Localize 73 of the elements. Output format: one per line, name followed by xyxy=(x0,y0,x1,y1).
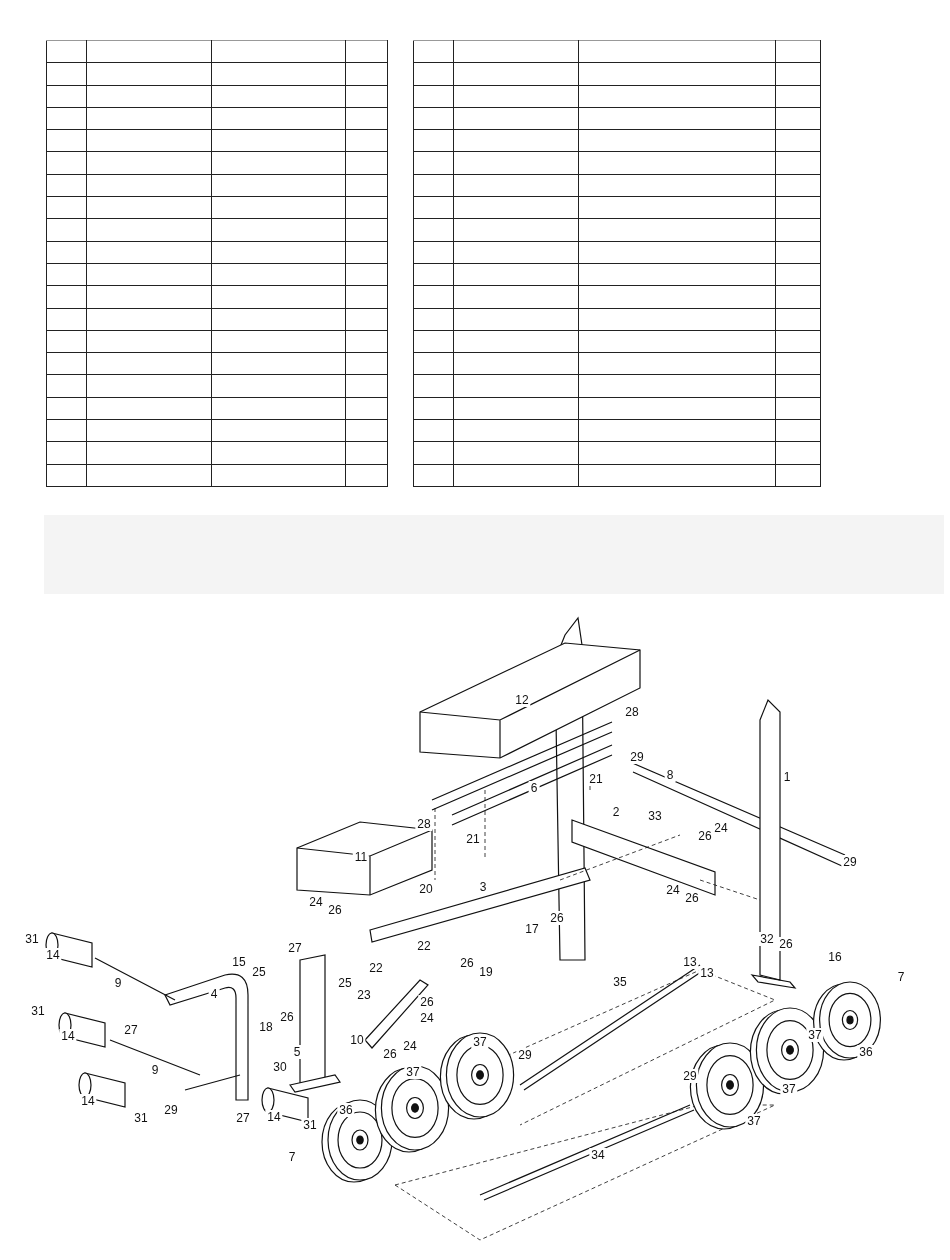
callout-number: 26 xyxy=(696,829,714,843)
callout-number: 34 xyxy=(589,1148,607,1162)
callout-number: 14 xyxy=(79,1094,97,1108)
callout-number: 16 xyxy=(826,950,844,964)
callout-number: 31 xyxy=(23,932,41,946)
callout-number: 9 xyxy=(149,1063,161,1077)
callout-number: 11 xyxy=(352,850,370,864)
callout-number: 27 xyxy=(234,1111,252,1125)
callout-number: 27 xyxy=(122,1023,140,1037)
callout-number: 2 xyxy=(610,805,622,819)
callout-number: 36 xyxy=(337,1103,355,1117)
callout-number: 29 xyxy=(681,1069,699,1083)
callout-number: 18 xyxy=(257,1020,275,1034)
callout-number: 22 xyxy=(415,939,433,953)
callout-number: 26 xyxy=(381,1047,399,1061)
callout-number: 28 xyxy=(415,817,433,831)
callout-number: 13 xyxy=(698,966,716,980)
callout-number: 26 xyxy=(278,1010,296,1024)
callout-number: 37 xyxy=(780,1082,798,1096)
callout-number: 28 xyxy=(623,705,641,719)
callout-number: 37 xyxy=(745,1114,763,1128)
callout-number: 30 xyxy=(271,1060,289,1074)
callout-number: 19 xyxy=(477,965,495,979)
callout-number: 29 xyxy=(841,855,859,869)
callout-number: 27 xyxy=(286,941,304,955)
callout-number: 12 xyxy=(513,693,531,707)
callout-number: 29 xyxy=(516,1048,534,1062)
callout-number: 24 xyxy=(401,1039,419,1053)
callout-number: 24 xyxy=(712,821,730,835)
callout-number: 22 xyxy=(367,961,385,975)
callout-number: 10 xyxy=(348,1033,366,1047)
callout-number: 26 xyxy=(683,891,701,905)
callout-number: 35 xyxy=(611,975,629,989)
callout-number: 5 xyxy=(291,1045,303,1059)
callout-number: 21 xyxy=(464,832,482,846)
callout-number: 14 xyxy=(44,948,62,962)
callout-number: 13 xyxy=(681,955,699,969)
callout-number: 24 xyxy=(664,883,682,897)
callout-number: 37 xyxy=(806,1028,824,1042)
callout-number: 7 xyxy=(286,1150,298,1164)
callout-number: 1 xyxy=(781,770,793,784)
callout-number: 37 xyxy=(471,1035,489,1049)
callout-number: 29 xyxy=(628,750,646,764)
callout-number: 8 xyxy=(664,768,676,782)
callout-number: 9 xyxy=(112,976,124,990)
callout-number: 31 xyxy=(132,1111,150,1125)
callout-number: 14 xyxy=(59,1029,77,1043)
callout-number: 36 xyxy=(857,1045,875,1059)
callout-number: 14 xyxy=(265,1110,283,1124)
callout-number: 4 xyxy=(208,987,220,1001)
callout-number: 15 xyxy=(230,955,248,969)
callout-number: 29 xyxy=(162,1103,180,1117)
callout-number: 26 xyxy=(458,956,476,970)
callout-number: 33 xyxy=(646,809,664,823)
callout-number: 21 xyxy=(587,772,605,786)
callout-number: 32 xyxy=(758,932,776,946)
callout-number: 26 xyxy=(326,903,344,917)
callout-number: 26 xyxy=(418,995,436,1009)
callout-number: 25 xyxy=(250,965,268,979)
callout-number: 37 xyxy=(404,1065,422,1079)
callout-number: 7 xyxy=(895,970,907,984)
callout-number: 6 xyxy=(528,781,540,795)
callout-number: 20 xyxy=(417,882,435,896)
callout-number: 3 xyxy=(477,880,489,894)
callout-number: 31 xyxy=(301,1118,319,1132)
callout-number: 24 xyxy=(418,1011,436,1025)
callout-number: 31 xyxy=(29,1004,47,1018)
callout-number: 26 xyxy=(777,937,795,951)
callout-number: 24 xyxy=(307,895,325,909)
callout-number: 23 xyxy=(355,988,373,1002)
callout-number: 25 xyxy=(336,976,354,990)
callout-number: 26 xyxy=(548,911,566,925)
callout-number: 17 xyxy=(523,922,541,936)
